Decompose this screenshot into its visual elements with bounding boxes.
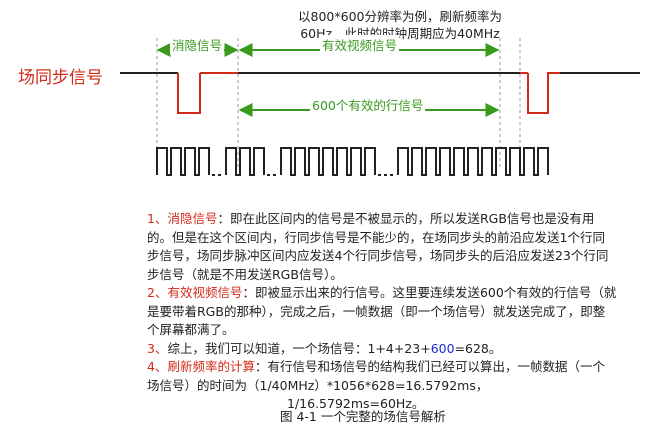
desc-p1-body: ：即在此区间内的信号是不被显示的，所以发送RGB信号也是没有用的。但是在这个区间… <box>147 211 609 282</box>
desc-p2-body: ：即被显示出来的行信号。这里要连续发送600个有效的行信号（就是要带着RGB的那… <box>147 285 617 337</box>
field-sync-pulse-1 <box>177 73 201 114</box>
desc-p2-title: 2、有效视频信号 <box>147 285 243 300</box>
signal-name: 场同步信号 <box>18 68 103 88</box>
timing-diagram <box>120 38 640 176</box>
description: 1、消隐信号：即在此区间内的信号是不被显示的，所以发送RGB信号也是没有用的。但… <box>147 210 617 414</box>
field-sync-waveform <box>120 72 640 114</box>
desc-p4-title: 4、刷新频率的计算 <box>147 359 255 374</box>
desc-p4-body2: 1/16.5792ms=60Hz。 <box>287 396 425 411</box>
desc-p3-suffix: =628。 <box>454 340 502 356</box>
figure-caption: 图 4-1 一个完整的场信号解析 <box>280 409 446 424</box>
desc-paragraph-1: 1、消隐信号：即在此区间内的信号是不被显示的，所以发送RGB信号也是没有用的。但… <box>147 210 617 284</box>
desc-p3-prefix: 3、 <box>147 340 168 356</box>
line-sync-group-1 <box>156 147 210 176</box>
line-sync-waveform <box>156 147 549 176</box>
field-sync-pulse-2 <box>527 72 560 114</box>
top-note: 以800*600分辨率为例，刷新频率为 60Hz，此时的时钟周期应为40MHz <box>250 8 550 42</box>
desc-p1-title: 1、消隐信号 <box>147 211 218 226</box>
label-valid-lines: 600个有效的行信号 <box>310 95 426 114</box>
desc-p3-highlight: 600 <box>430 340 455 356</box>
line-sync-group-3 <box>280 147 376 176</box>
guide-lines <box>156 38 521 168</box>
desc-paragraph-4: 4、刷新频率的计算：有行信号和场信号的结构我们已经可以算出，一帧数据（一个场信号… <box>147 358 617 395</box>
desc-p3-text: 综上，我们可以知道，一个场信号：1+4+23+ <box>167 340 431 356</box>
desc-paragraph-2: 2、有效视频信号：即被显示出来的行信号。这里要连续发送600个有效的行信号（就是… <box>147 284 617 340</box>
line-sync-group-2 <box>225 147 265 176</box>
label-blanking: 消隐信号 <box>170 35 225 54</box>
desc-p4-body1: ：有行信号和场信号的结构我们已经可以算出，一帧数据（一个场信号）的时间为（1/4… <box>147 359 605 393</box>
desc-paragraph-4-result: 1/16.5792ms=60Hz。 <box>147 395 617 414</box>
desc-paragraph-3: 3、综上，我们可以知道，一个场信号：1+4+23+600=628。 <box>147 340 617 359</box>
top-note-line1: 以800*600分辨率为例，刷新频率为 <box>298 9 502 24</box>
line-sync-group-4 <box>397 147 549 176</box>
label-valid-video: 有效视频信号 <box>320 35 400 54</box>
